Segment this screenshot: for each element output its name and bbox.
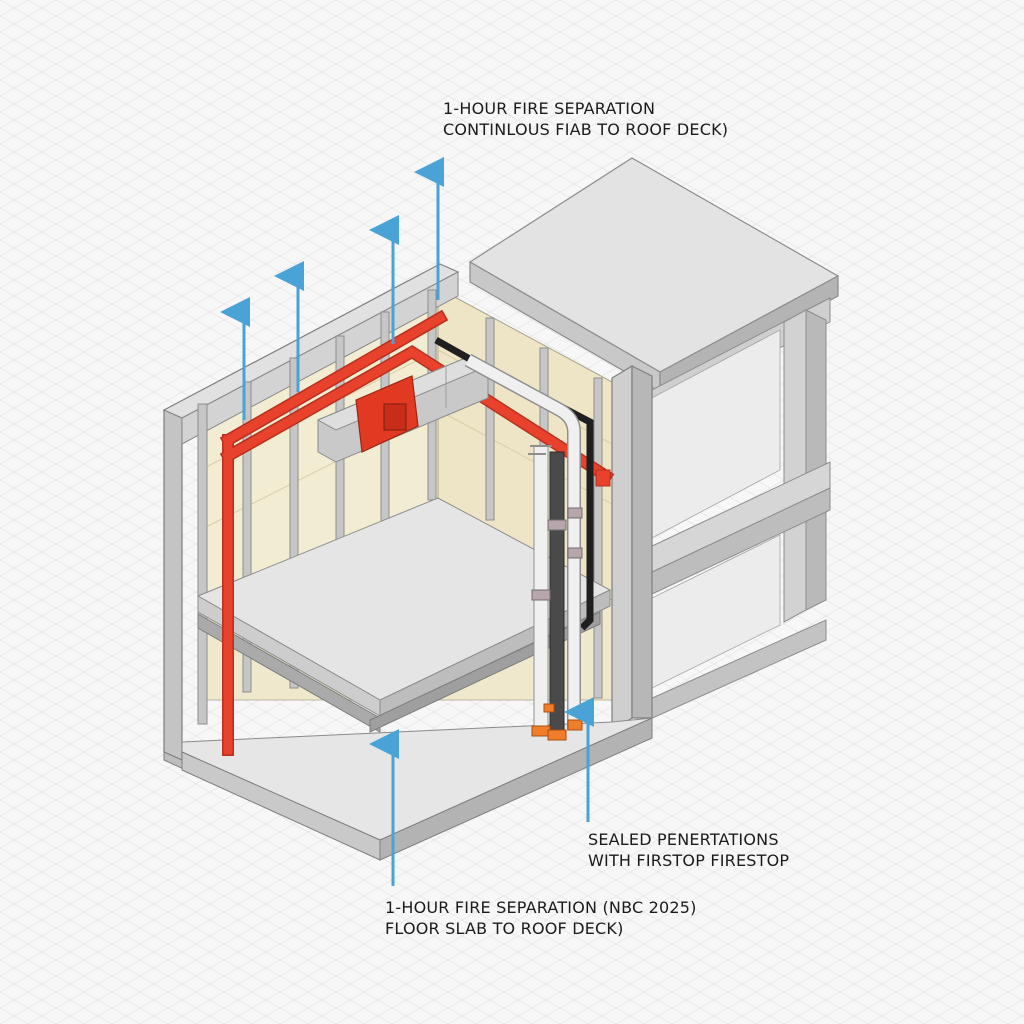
callout-top: 1-HOUR FIRE SEPARATION CONTINLOUS FIAB T… — [443, 98, 728, 140]
callout-bottom-line2: FLOOR SLAB TO ROOF DECK) — [385, 919, 624, 938]
callout-top-line2: CONTINLOUS FIAB TO ROOF DECK) — [443, 120, 729, 139]
sprinkler-piping — [219, 309, 615, 756]
duct-with-fire-damper — [316, 355, 490, 463]
callout-right: SEALED PENERTATIONS WITH FIRSTOP FIRESTO… — [588, 829, 789, 871]
callout-arrows — [220, 157, 594, 886]
callout-right-line1: SEALED PENERTATIONS — [588, 830, 779, 849]
callout-right-line2: WITH FIRSTOP FIRESTOP — [588, 851, 790, 870]
callout-bottom: 1-HOUR FIRE SEPARATION (NBC 2025) FLOOR … — [385, 897, 697, 939]
callout-top-line1: 1-HOUR FIRE SEPARATION — [443, 99, 656, 118]
callout-bottom-line1: 1-HOUR FIRE SEPARATION (NBC 2025) — [385, 898, 697, 917]
